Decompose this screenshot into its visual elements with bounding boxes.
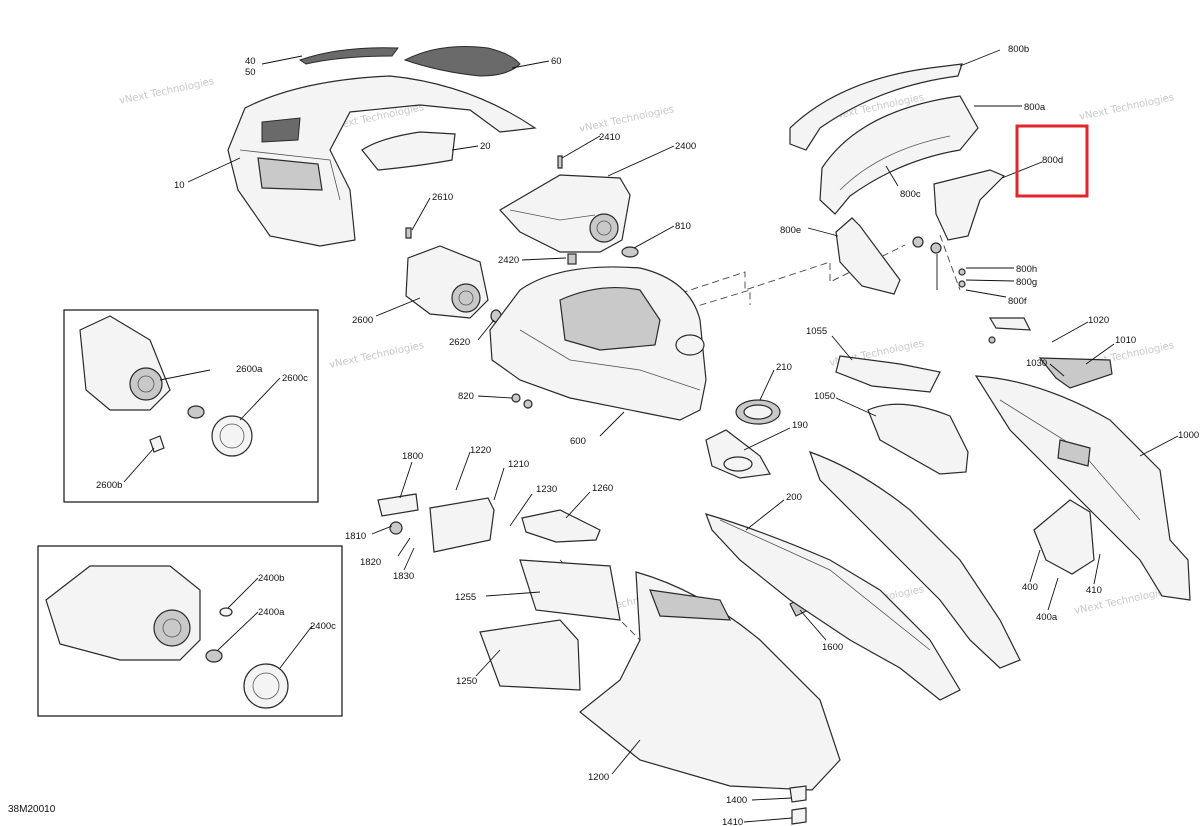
part-mesh-grille-40 <box>298 47 399 65</box>
callout-10: 10 <box>174 180 185 191</box>
callout-800c: 800c <box>900 189 921 200</box>
part-bracket-400 <box>1033 499 1095 575</box>
callout-800b: 800b <box>1008 44 1029 55</box>
callout-1260: 1260 <box>592 483 613 494</box>
part-grommet-810 <box>621 246 639 258</box>
part-bracket-1210 <box>429 497 495 553</box>
callout-800e: 800e <box>780 225 801 236</box>
part-trim-1010 <box>1038 357 1113 389</box>
part-pad-1050 <box>867 403 969 475</box>
part-lower-body-200 <box>705 451 1021 701</box>
callout-1410: 1410 <box>722 817 743 826</box>
callout-600: 600 <box>570 436 586 447</box>
part-fairing-trim-800b <box>789 63 963 151</box>
callout-820: 820 <box>458 391 474 402</box>
part-pad-1260 <box>521 509 601 543</box>
callout-1810: 1810 <box>345 531 366 542</box>
callout-20: 20 <box>480 141 491 152</box>
callout-2400a: 2400a <box>258 607 285 618</box>
watermark: vNext Technologies <box>118 76 215 107</box>
callout-1030: 1030 <box>1026 358 1047 369</box>
part-grommet-2420 <box>567 253 577 265</box>
callout-200: 200 <box>786 492 802 503</box>
watermark: vNext Technologies <box>578 104 675 135</box>
callout-190: 190 <box>792 420 808 431</box>
callout-2610: 2610 <box>432 192 453 203</box>
callout-1400: 1400 <box>726 795 747 806</box>
callout-labels: 40 50 60 10 20 2410 2400 2610 810 2420 2… <box>96 44 1199 826</box>
part-trim-20 <box>361 131 456 171</box>
callout-2600b: 2600b <box>96 480 122 491</box>
callout-1010: 1010 <box>1115 335 1136 346</box>
part-headlight-2400 <box>499 174 631 253</box>
callout-2410: 2410 <box>599 132 620 143</box>
callout-1800: 1800 <box>402 451 423 462</box>
callout-800g: 800g <box>1016 277 1037 288</box>
part-panel-800e <box>835 217 901 295</box>
callout-400a: 400a <box>1036 612 1058 623</box>
callout-40: 40 <box>245 56 256 67</box>
callout-1250: 1250 <box>456 676 477 687</box>
part-side-fairing-1000 <box>974 375 1191 601</box>
callout-2400: 2400 <box>675 141 696 152</box>
inset-headlight-2600 <box>63 309 319 503</box>
callout-1000: 1000 <box>1178 430 1199 441</box>
highlight-box-800d <box>1015 124 1089 198</box>
callout-400: 400 <box>1022 582 1038 593</box>
callout-60: 60 <box>551 56 562 67</box>
callout-1200: 1200 <box>588 772 609 783</box>
callout-1210: 1210 <box>508 459 529 470</box>
part-mesh-grille-60 <box>403 46 521 77</box>
callout-1820: 1820 <box>360 557 381 568</box>
part-front-housing-600 <box>489 266 707 421</box>
callout-1830: 1830 <box>393 571 414 582</box>
inset-headlight-2400 <box>37 545 343 717</box>
part-clip-1400 <box>789 785 807 825</box>
watermark: vNext Technologies <box>1078 92 1175 123</box>
callout-1255: 1255 <box>455 592 476 603</box>
callout-2620: 2620 <box>449 337 470 348</box>
callout-800h: 800h <box>1016 264 1037 275</box>
callout-1600: 1600 <box>822 642 843 653</box>
drawing-code: 38M20010 <box>8 804 56 815</box>
callout-2400c: 2400c <box>310 621 336 632</box>
callout-210: 210 <box>776 362 792 373</box>
callout-2600a: 2600a <box>236 364 263 375</box>
callout-2600c: 2600c <box>282 373 308 384</box>
part-fasteners-800fgh <box>912 236 966 288</box>
callout-810: 810 <box>675 221 691 232</box>
part-ring-210 <box>735 399 781 425</box>
callout-410: 410 <box>1086 585 1102 596</box>
part-upper-body-10 <box>227 75 537 247</box>
part-cover-190 <box>705 429 771 479</box>
callout-1220: 1220 <box>470 445 491 456</box>
callout-1055: 1055 <box>806 326 827 337</box>
part-headlight-2600 <box>405 245 489 319</box>
callout-1230: 1230 <box>536 484 557 495</box>
part-fairing-800a <box>819 95 979 215</box>
leader-lines <box>123 49 1179 823</box>
callout-800d: 800d <box>1042 155 1063 166</box>
callout-2600: 2600 <box>352 315 373 326</box>
callout-1020: 1020 <box>1088 315 1109 326</box>
callout-2400b: 2400b <box>258 573 284 584</box>
part-screw-2410 <box>557 155 563 169</box>
part-pad-1055 <box>835 355 941 393</box>
part-cover-1800 <box>377 493 419 535</box>
callout-800a: 800a <box>1024 102 1046 113</box>
callout-50: 50 <box>245 67 256 78</box>
callout-800f: 800f <box>1008 296 1027 307</box>
part-bracket-800d <box>933 169 1006 241</box>
part-screw-2610 <box>405 227 412 239</box>
part-panel-1250 <box>479 619 581 691</box>
watermark: vNext Technologies <box>328 340 425 371</box>
part-panel-1255 <box>519 559 621 621</box>
part-side-panel-1200 <box>579 571 841 791</box>
callout-2420: 2420 <box>498 255 519 266</box>
callout-1050: 1050 <box>814 391 835 402</box>
part-hinge-1020 <box>988 317 1032 344</box>
